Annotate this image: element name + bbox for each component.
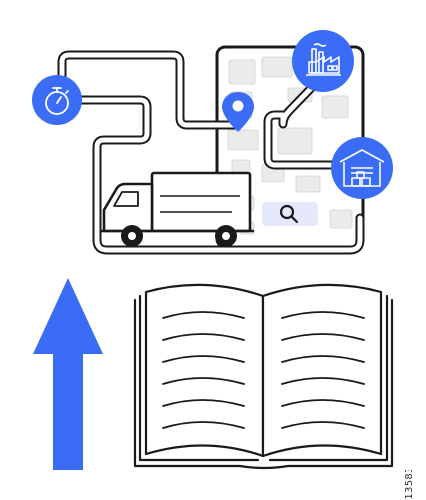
open-book-icon xyxy=(133,283,394,470)
stock-id-watermark: 1358355150 xyxy=(397,470,421,500)
up-arrow-icon xyxy=(33,278,103,470)
location-pin xyxy=(222,92,254,132)
search-chip xyxy=(262,202,318,226)
search-icon xyxy=(279,204,299,224)
location-pin-icon xyxy=(222,92,254,132)
stopwatch-badge xyxy=(32,75,82,125)
stock-id-text: 1358355150 xyxy=(404,470,415,500)
delivery-truck-icon xyxy=(100,171,254,233)
warehouse-icon xyxy=(339,149,385,187)
stopwatch-icon xyxy=(45,87,69,115)
book-right-text-lines xyxy=(281,311,365,429)
warehouse-badge xyxy=(331,137,393,199)
book-left-text-lines xyxy=(162,311,245,429)
truck-wheels xyxy=(121,225,237,247)
factory-icon xyxy=(306,43,341,76)
route-roads xyxy=(57,50,365,255)
delivery-truck xyxy=(100,171,254,247)
factory-badge xyxy=(292,30,354,92)
